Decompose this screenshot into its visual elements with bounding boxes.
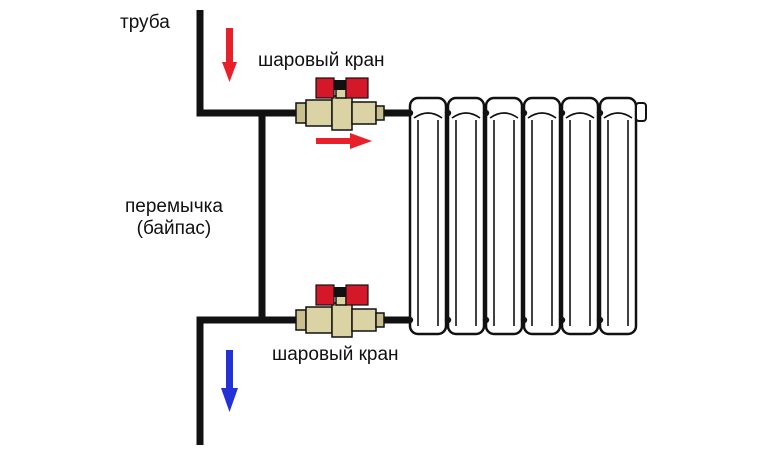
- radiator-nipple: [406, 316, 414, 324]
- radiator-section: [484, 96, 524, 336]
- radiator-nipple: [444, 109, 452, 117]
- radiator-nipple: [406, 109, 414, 117]
- bypass-label: перемычка (байпас): [125, 196, 223, 240]
- radiator-nipple: [482, 109, 490, 117]
- radiator-section: [446, 96, 486, 336]
- radiator-nipple: [444, 316, 452, 324]
- radiator-nipple: [520, 316, 528, 324]
- valve-handle-top: [315, 77, 369, 99]
- radiator-section: [408, 96, 448, 336]
- bypass-label-line1: перемычка: [125, 196, 223, 217]
- valve-handle-bottom: [315, 284, 369, 306]
- ball-valve-top: [295, 77, 385, 131]
- radiator-nipple: [596, 316, 604, 324]
- radiator-nipple: [520, 109, 528, 117]
- radiator-nipple: [482, 316, 490, 324]
- supply-pipe: [196, 10, 262, 117]
- bypass-label-line2: (байпас): [136, 218, 212, 239]
- arrow-down-icon: [222, 28, 237, 82]
- ball-valve-bottom: [295, 284, 385, 338]
- valve-top-label: шаровый кран: [258, 50, 385, 71]
- piping: [196, 10, 410, 445]
- radiator-section: [560, 96, 600, 336]
- pipe-label: труба: [120, 12, 170, 33]
- radiator-section: [522, 96, 562, 336]
- radiator: [406, 96, 647, 336]
- radiator-nipple: [558, 316, 566, 324]
- valve-bottom-label: шаровый кран: [272, 344, 399, 365]
- radiator-end-plug: [635, 102, 647, 122]
- arrow-down-icon: [221, 350, 238, 412]
- radiator-nipple: [596, 109, 604, 117]
- radiator-nipple: [558, 109, 566, 117]
- arrow-right-icon: [316, 133, 372, 149]
- radiator-section: [598, 96, 638, 336]
- return-pipe: [196, 316, 296, 445]
